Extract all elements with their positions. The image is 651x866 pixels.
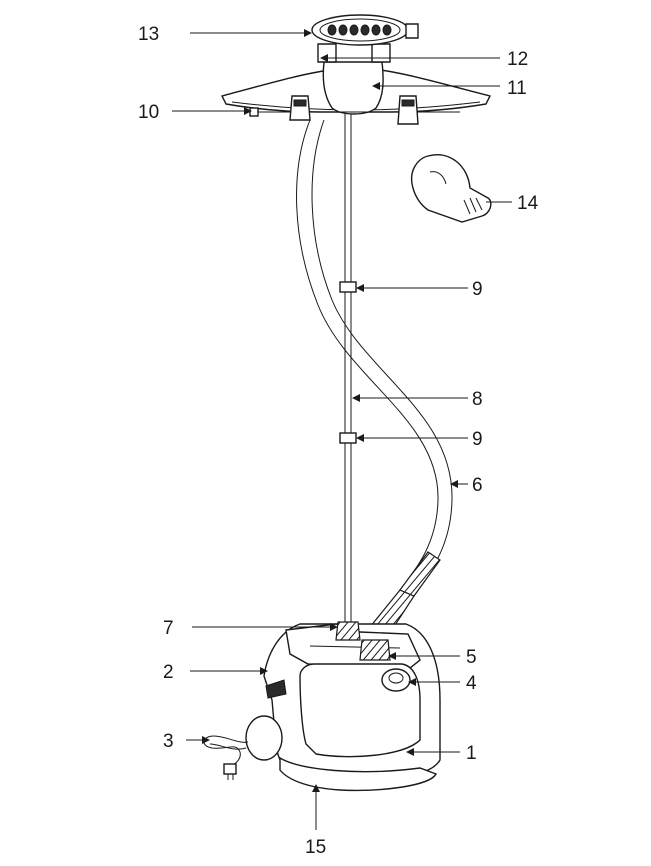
callout-12: 12 — [507, 49, 528, 70]
hanger-assembly — [220, 14, 492, 125]
callout-9-lower: 9 — [472, 429, 483, 450]
hanger-neck — [322, 61, 384, 115]
callout-4: 4 — [466, 673, 477, 694]
steamer-base — [245, 621, 441, 792]
callout-3: 3 — [163, 731, 174, 752]
hose-connector — [359, 639, 391, 661]
protective-glove — [410, 154, 492, 223]
callout-2: 2 — [163, 662, 174, 683]
power-cord — [203, 735, 249, 780]
base-bottom — [279, 756, 437, 792]
hook-holder-right — [371, 43, 391, 63]
callout-13: 13 — [138, 24, 159, 45]
callout-leaders — [172, 29, 512, 830]
pole-clamp-lower — [339, 432, 357, 444]
callout-11: 11 — [507, 78, 527, 99]
callout-labels: 13 12 11 10 14 9 8 9 6 7 5 2 4 3 1 15 — [138, 24, 539, 858]
callout-10: 10 — [138, 102, 159, 123]
control-knob — [381, 668, 411, 692]
steam-holes — [327, 24, 392, 36]
pole-clamp-upper — [339, 281, 357, 293]
power-plug — [223, 763, 237, 775]
callout-7: 7 — [163, 618, 174, 639]
callout-5: 5 — [466, 647, 477, 668]
pole-socket — [335, 621, 361, 641]
callout-1: 1 — [466, 743, 477, 764]
callout-15: 15 — [305, 837, 326, 858]
callout-14: 14 — [517, 193, 539, 214]
callout-8: 8 — [472, 389, 483, 410]
telescopic-pole — [339, 114, 357, 626]
wheel — [245, 715, 283, 761]
callout-9-upper: 9 — [472, 279, 483, 300]
callout-6: 6 — [472, 475, 483, 496]
